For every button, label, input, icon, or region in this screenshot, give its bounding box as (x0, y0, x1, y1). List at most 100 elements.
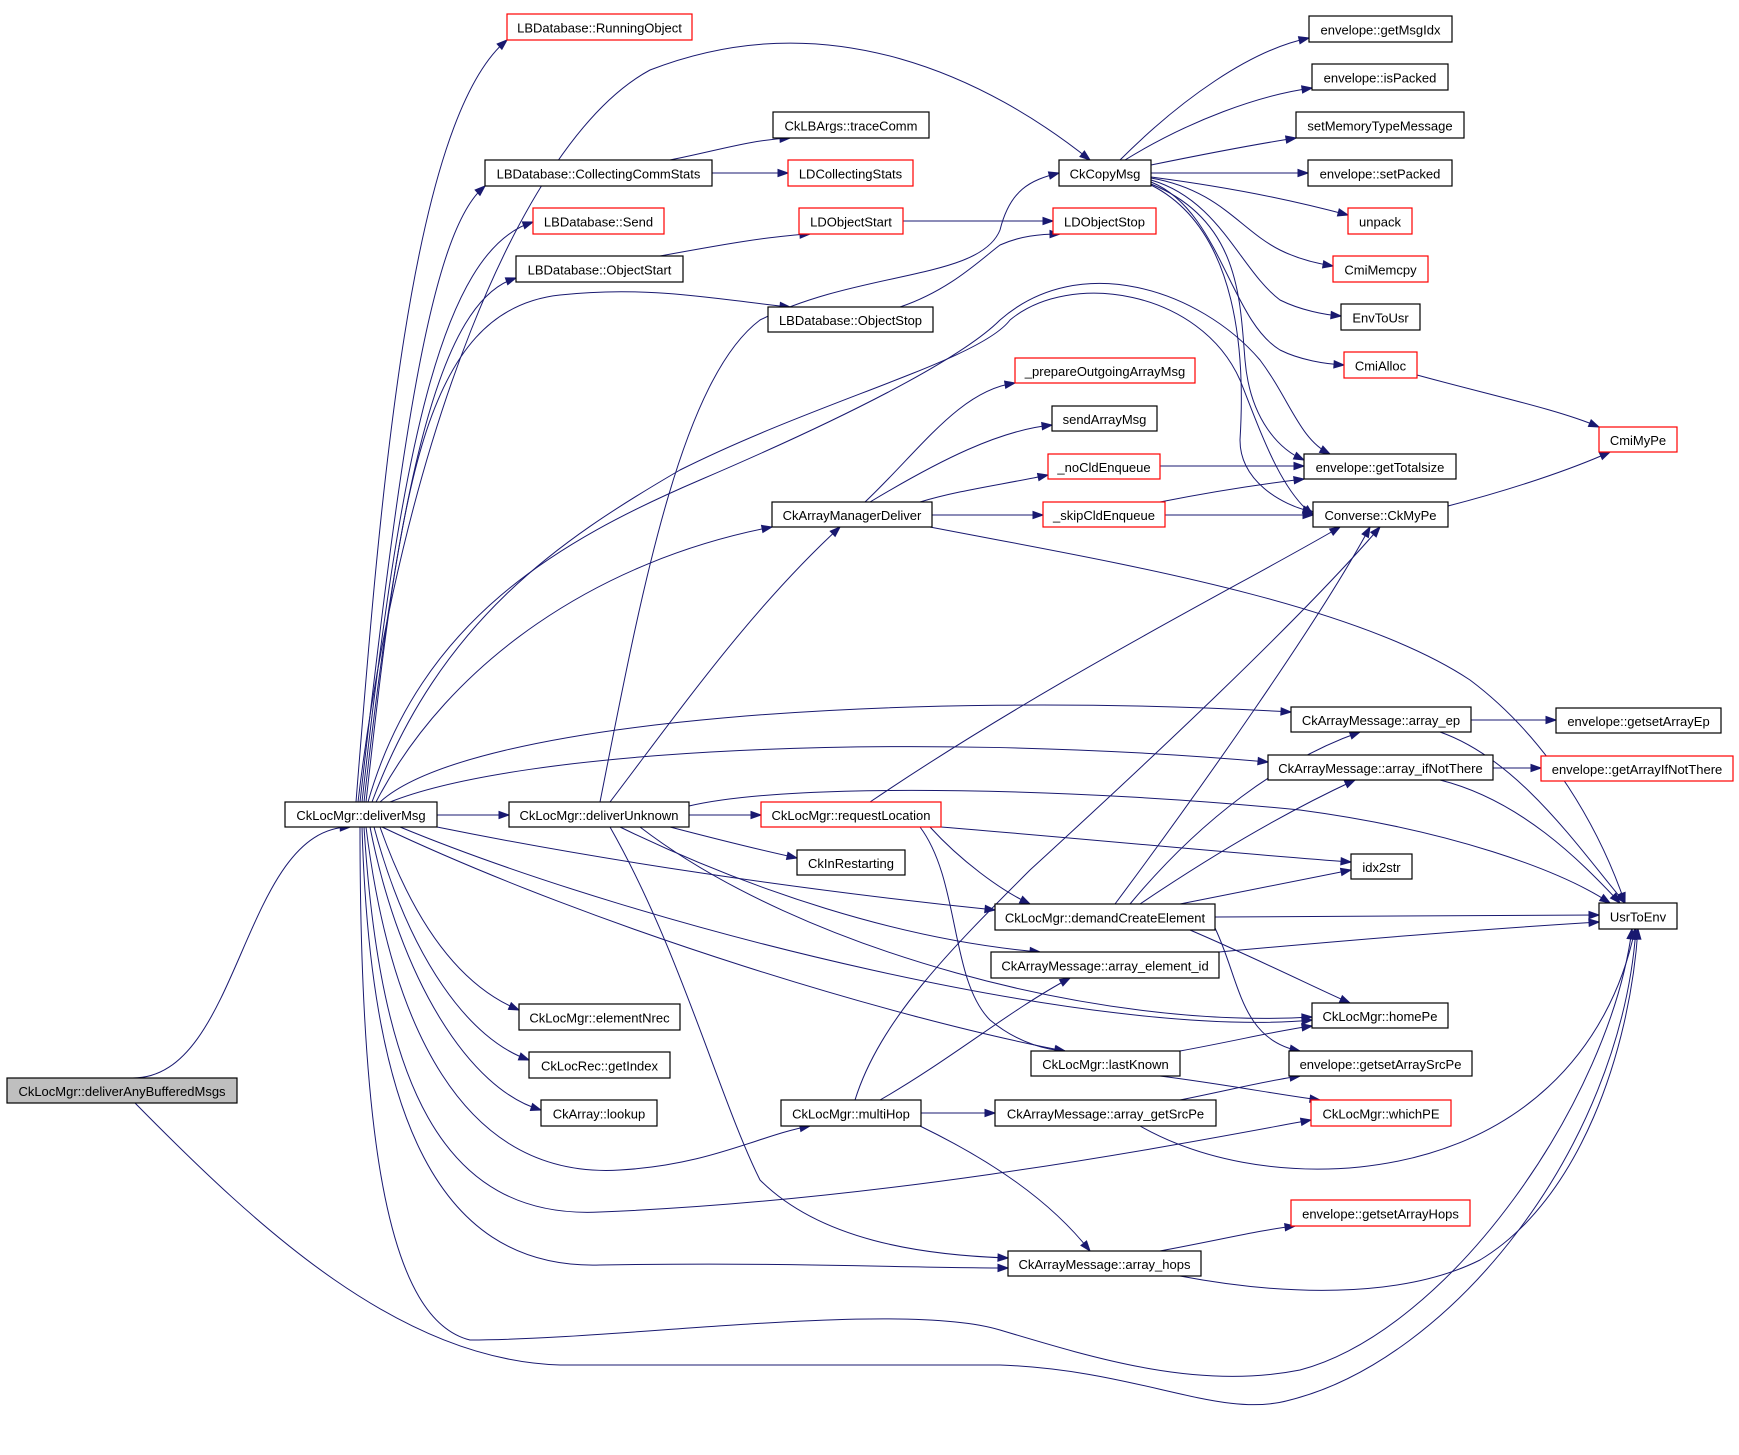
graph-node-sendarraymsg[interactable]: sendArrayMsg (1051, 405, 1158, 432)
graph-node-setmemorytypemessage[interactable]: setMemoryTypeMessage (1295, 111, 1465, 139)
node-box[interactable] (994, 903, 1216, 931)
graph-node-collectingcommstats[interactable]: LBDatabase::CollectingCommStats (484, 159, 713, 187)
graph-node-idx2str[interactable]: idx2str (1350, 853, 1413, 880)
node-box[interactable] (771, 501, 933, 528)
graph-node-skipcldenqueue[interactable]: _skipCldEnqueue (1042, 501, 1166, 528)
node-box[interactable] (990, 951, 1220, 979)
node-box[interactable] (1058, 159, 1152, 187)
graph-node-ldobjectstop[interactable]: LDObjectStop (1052, 207, 1157, 235)
node-box[interactable] (1347, 207, 1413, 235)
node-box[interactable] (284, 801, 438, 828)
node-box[interactable] (760, 801, 942, 828)
node-box[interactable] (1052, 207, 1157, 235)
graph-node-whichpe[interactable]: CkLocMgr::whichPE (1310, 1099, 1452, 1127)
node-box[interactable] (994, 1099, 1217, 1127)
node-box[interactable] (1332, 255, 1429, 283)
node-box[interactable] (1042, 501, 1166, 528)
node-box[interactable] (532, 207, 665, 235)
node-box[interactable] (1051, 405, 1158, 432)
graph-node-demandcreateelement[interactable]: CkLocMgr::demandCreateElement (994, 903, 1216, 931)
node-box[interactable] (1555, 707, 1722, 734)
node-box[interactable] (1598, 902, 1678, 930)
graph-node-unpack[interactable]: unpack (1347, 207, 1413, 235)
graph-node-deliveranybufferedmsgs[interactable]: CkLocMgr::deliverAnyBufferedMsgs (6, 1077, 238, 1104)
node-box[interactable] (1007, 1250, 1202, 1277)
node-box[interactable] (1540, 755, 1734, 782)
graph-node-envtousr[interactable]: EnvToUsr (1340, 303, 1421, 331)
graph-node-homepe[interactable]: CkLocMgr::homePe (1311, 1002, 1449, 1029)
node-box[interactable] (1307, 159, 1453, 187)
node-box[interactable] (508, 801, 690, 828)
graph-node-delivermsg[interactable]: CkLocMgr::deliverMsg (284, 801, 438, 828)
node-box[interactable] (1312, 501, 1449, 528)
graph-node-ldcollectingstats[interactable]: LDCollectingStats (787, 159, 914, 187)
node-box[interactable] (1267, 754, 1494, 781)
node-box[interactable] (528, 1051, 671, 1079)
node-box[interactable] (1598, 426, 1678, 453)
node-box[interactable] (767, 306, 934, 333)
node-box[interactable] (780, 1099, 922, 1127)
graph-node-objectstart[interactable]: LBDatabase::ObjectStart (515, 255, 684, 283)
graph-node-objectstop[interactable]: LBDatabase::ObjectStop (767, 306, 934, 333)
node-box[interactable] (540, 1099, 658, 1127)
node-box[interactable] (1014, 357, 1196, 384)
graph-node-send[interactable]: LBDatabase::Send (532, 207, 665, 235)
graph-node-cmimemcpy[interactable]: CmiMemcpy (1332, 255, 1429, 283)
graph-node-ckcopymsg[interactable]: CkCopyMsg (1058, 159, 1152, 187)
graph-node-setpacked[interactable]: envelope::setPacked (1307, 159, 1453, 187)
node-box[interactable] (1310, 1099, 1452, 1127)
graph-node-getarrayifnotthere[interactable]: envelope::getArrayIfNotThere (1540, 755, 1734, 782)
graph-node-requestlocation[interactable]: CkLocMgr::requestLocation (760, 801, 942, 828)
graph-node-getmsgidx[interactable]: envelope::getMsgIdx (1308, 15, 1453, 43)
graph-node-gettotalsize[interactable]: envelope::getTotalsize (1303, 453, 1457, 480)
node-box[interactable] (1295, 111, 1465, 139)
graph-node-getindex[interactable]: CkLocRec::getIndex (528, 1051, 671, 1079)
node-box[interactable] (772, 111, 930, 139)
graph-node-ckinrestarting[interactable]: CkInRestarting (796, 849, 906, 876)
graph-node-elementnrec[interactable]: CkLocMgr::elementNrec (518, 1003, 681, 1031)
node-box[interactable] (798, 207, 904, 235)
graph-node-multihop[interactable]: CkLocMgr::multiHop (780, 1099, 922, 1127)
graph-node-getsetarraysrcpe[interactable]: envelope::getsetArraySrcPe (1288, 1050, 1473, 1077)
graph-node-getsetarrayep[interactable]: envelope::getsetArrayEp (1555, 707, 1722, 734)
graph-node-nocldenqueue[interactable]: _noCldEnqueue (1047, 453, 1161, 480)
node-box[interactable] (515, 255, 684, 283)
graph-node-cmimype[interactable]: CmiMyPe (1598, 426, 1678, 453)
graph-node-ckarraymanagerdeliver[interactable]: CkArrayManagerDeliver (771, 501, 933, 528)
node-box[interactable] (787, 159, 914, 187)
graph-node-array-element-id[interactable]: CkArrayMessage::array_element_id (990, 951, 1220, 979)
node-box[interactable] (1311, 1002, 1449, 1029)
node-box[interactable] (1340, 303, 1421, 331)
node-box[interactable] (1290, 706, 1472, 733)
graph-node-runningobject[interactable]: LBDatabase::RunningObject (506, 13, 693, 41)
node-box[interactable] (1350, 853, 1413, 880)
graph-node-array-getsrcpe[interactable]: CkArrayMessage::array_getSrcPe (994, 1099, 1217, 1127)
graph-node-getsetarrayhops[interactable]: envelope::getsetArrayHops (1290, 1199, 1471, 1227)
graph-node-array-ifnotthere[interactable]: CkArrayMessage::array_ifNotThere (1267, 754, 1494, 781)
graph-node-ldobjectstart[interactable]: LDObjectStart (798, 207, 904, 235)
node-box[interactable] (1303, 453, 1457, 480)
node-box[interactable] (518, 1003, 681, 1031)
node-box[interactable] (1288, 1050, 1473, 1077)
graph-node-lookup[interactable]: CkArray::lookup (540, 1099, 658, 1127)
graph-node-converseckmype[interactable]: Converse::CkMyPe (1312, 501, 1449, 528)
graph-node-lastknown[interactable]: CkLocMgr::lastKnown (1030, 1050, 1181, 1077)
graph-node-usrtoenv[interactable]: UsrToEnv (1598, 902, 1678, 930)
node-box[interactable] (1343, 351, 1418, 379)
node-box[interactable] (484, 159, 713, 187)
node-box[interactable] (1308, 15, 1453, 43)
graph-node-cmialloc[interactable]: CmiAlloc (1343, 351, 1418, 379)
graph-node-prepareoutgoingarraymsg[interactable]: _prepareOutgoingArrayMsg (1014, 357, 1196, 384)
node-box[interactable] (506, 13, 693, 41)
node-box[interactable] (796, 849, 906, 876)
node-box[interactable] (1047, 453, 1161, 480)
graph-node-tracecomm[interactable]: CkLBArgs::traceComm (772, 111, 930, 139)
node-box[interactable] (1030, 1050, 1181, 1077)
graph-node-deliverunknown[interactable]: CkLocMgr::deliverUnknown (508, 801, 690, 828)
node-box[interactable] (1290, 1199, 1471, 1227)
graph-node-ispacked[interactable]: envelope::isPacked (1311, 63, 1449, 91)
node-box[interactable] (6, 1077, 238, 1104)
graph-node-array-hops[interactable]: CkArrayMessage::array_hops (1007, 1250, 1202, 1277)
node-box[interactable] (1311, 63, 1449, 91)
graph-node-array-ep[interactable]: CkArrayMessage::array_ep (1290, 706, 1472, 733)
